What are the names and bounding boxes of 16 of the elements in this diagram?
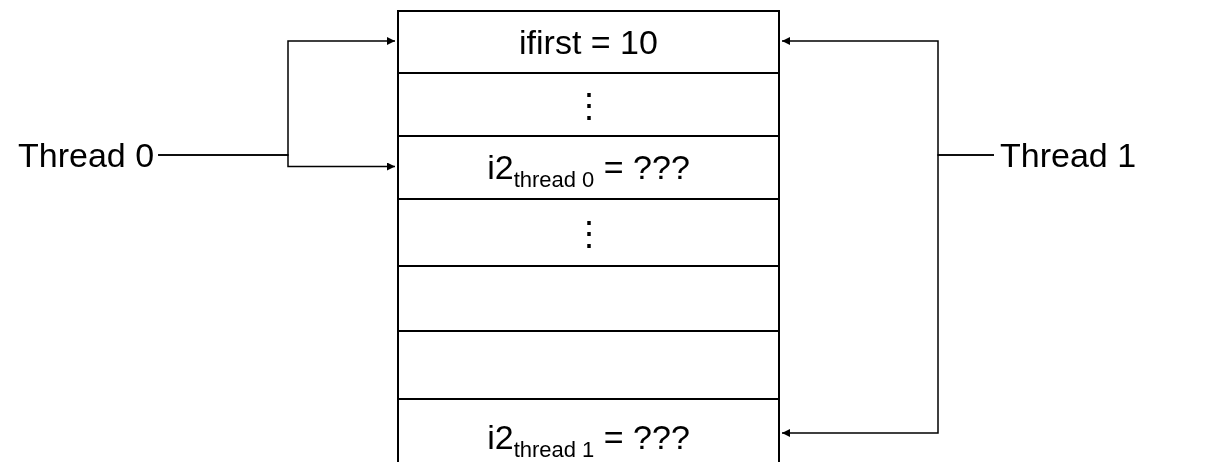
thread-label: Thread 0 <box>18 135 155 175</box>
cell-text: ifirst = 10 <box>519 22 658 62</box>
memory-cell <box>397 135 780 200</box>
arrow <box>781 154 995 437</box>
memory-cell <box>397 72 780 137</box>
memory-cell <box>397 265 780 332</box>
memory-cell <box>397 198 780 267</box>
cell-text: i2$_{thread 0}$ = ??? <box>487 148 690 187</box>
cell-text: ⋮ <box>571 84 606 125</box>
cell-text: i2$_{thread 1}$ = ??? <box>487 418 690 457</box>
memory-cell <box>397 398 780 462</box>
memory-cell <box>397 10 780 74</box>
cell-text: ⋮ <box>571 212 606 253</box>
arrow <box>157 154 396 171</box>
memory-cell <box>397 330 780 400</box>
thread-label: Thread 1 <box>1000 135 1137 175</box>
